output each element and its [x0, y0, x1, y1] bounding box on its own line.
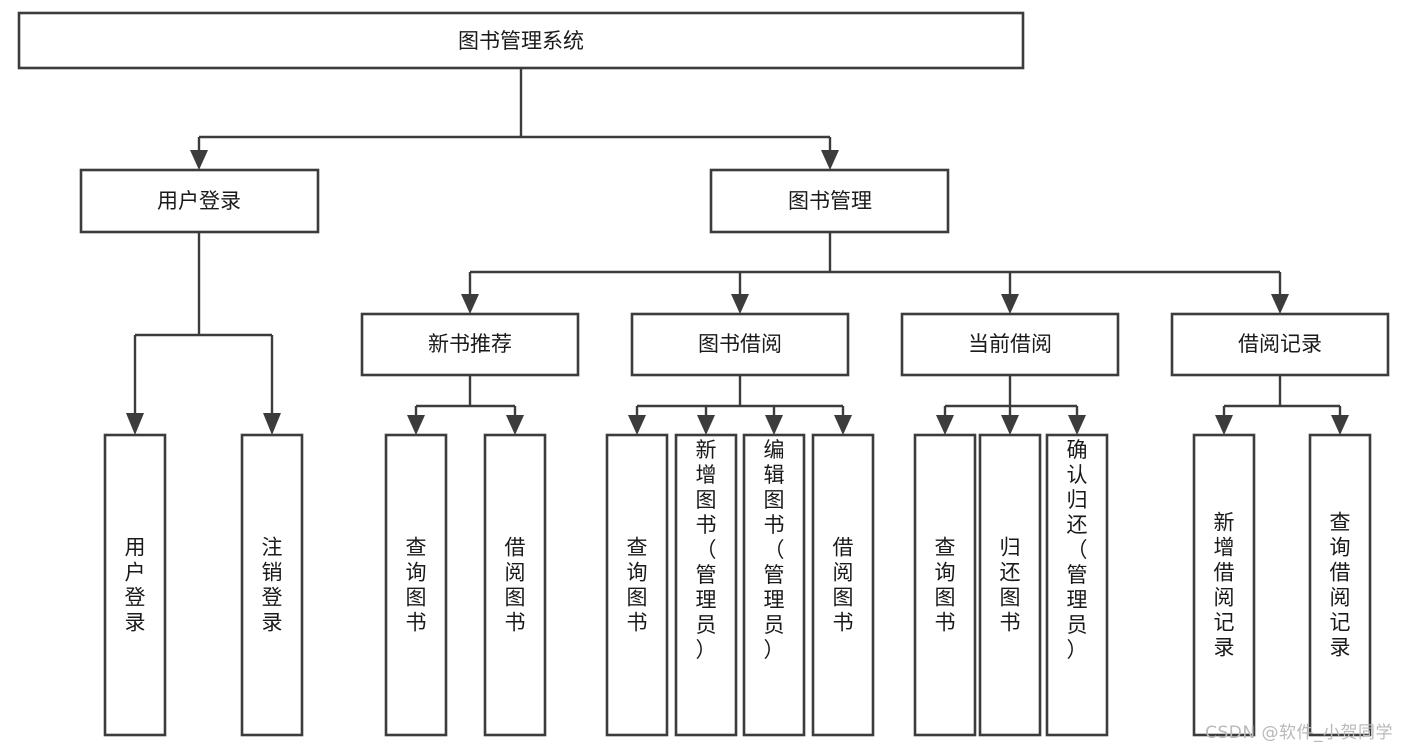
leaf-logout-label: 注销登录	[262, 536, 283, 635]
arrow-head-cb-return	[1001, 415, 1019, 435]
arrow-head-rec-borrow	[506, 415, 524, 435]
leaf-logout[interactable]: 注销登录	[240, 433, 304, 737]
arrow-head-bb-query	[628, 415, 646, 435]
leaf-cb-return-label: 归还图书	[1000, 536, 1021, 635]
node-user-login[interactable]: 用户登录	[79, 168, 320, 234]
leaf-bb-add-label: 新增图书（管理员）	[696, 438, 717, 662]
leaf-br-add[interactable]: 新增借阅记录	[1192, 433, 1256, 737]
node-user-login-label: 用户登录	[157, 189, 241, 213]
leaf-rec-borrow[interactable]: 借阅图书	[483, 433, 547, 737]
csdn-watermark: CSDN @软件_小贺同学	[1205, 723, 1393, 743]
node-book-borrow-box[interactable]	[630, 312, 850, 377]
arrow-head-bb-edit	[765, 415, 783, 435]
leaf-br-query-label: 查询借阅记录	[1330, 511, 1351, 660]
leaf-bb-query[interactable]: 查询图书	[605, 433, 669, 737]
leaf-bb-edit-box[interactable]	[742, 433, 806, 737]
node-book-mgmt-label: 图书管理	[788, 189, 872, 213]
node-user-login-box[interactable]	[79, 168, 320, 234]
node-borrow-record-box[interactable]	[1170, 312, 1390, 377]
arrow-head-book-borrow	[731, 294, 749, 314]
leaf-rec-query-label: 查询图书	[406, 536, 427, 635]
leaf-user-login[interactable]: 用户登录	[103, 433, 167, 737]
leaf-cb-query-box[interactable]	[913, 433, 977, 737]
leaf-cb-confirm[interactable]: 确认归还（管理员）	[1045, 433, 1109, 737]
connector-layer	[126, 68, 1349, 435]
leaf-rec-borrow-box[interactable]	[483, 433, 547, 737]
leaf-cb-return[interactable]: 归还图书	[978, 433, 1042, 737]
node-current-borrow-box[interactable]	[900, 312, 1120, 377]
leaf-bb-add-box[interactable]	[674, 433, 738, 737]
node-borrow-record-label: 借阅记录	[1238, 332, 1322, 356]
leaf-bb-query-label: 查询图书	[627, 536, 648, 635]
arrow-head-br-add	[1215, 415, 1233, 435]
node-new-book-rec[interactable]: 新书推荐	[360, 312, 580, 377]
leaf-cb-confirm-label: 确认归还（管理员）	[1067, 438, 1088, 662]
leaf-rec-query-box[interactable]	[384, 433, 448, 737]
node-book-borrow[interactable]: 图书借阅	[630, 312, 850, 377]
leaf-bb-edit[interactable]: 编辑图书（管理员）	[742, 433, 806, 737]
node-current-borrow-label: 当前借阅	[968, 332, 1052, 356]
leaf-user-login-label: 用户登录	[125, 536, 146, 635]
node-root-box[interactable]	[17, 11, 1025, 70]
leaf-cb-query[interactable]: 查询图书	[913, 433, 977, 737]
leaf-br-query-box[interactable]	[1308, 433, 1372, 737]
leaf-rec-query[interactable]: 查询图书	[384, 433, 448, 737]
leaf-cb-query-label: 查询图书	[935, 536, 956, 635]
leaf-bb-borrow-box[interactable]	[811, 433, 875, 737]
leaf-rec-borrow-label: 借阅图书	[505, 536, 526, 635]
node-borrow-record[interactable]: 借阅记录	[1170, 312, 1390, 377]
node-root[interactable]: 图书管理系统	[17, 11, 1025, 70]
arrow-head-bb-borrow	[834, 415, 852, 435]
node-book-mgmt[interactable]: 图书管理	[709, 168, 950, 234]
leaf-bb-borrow[interactable]: 借阅图书	[811, 433, 875, 737]
leaf-bb-query-box[interactable]	[605, 433, 669, 737]
arrow-head-new-book-rec	[461, 294, 479, 314]
arrow-head-cb-query	[936, 415, 954, 435]
node-new-book-rec-box[interactable]	[360, 312, 580, 377]
leaf-bb-add[interactable]: 新增图书（管理员）	[674, 433, 738, 737]
leaf-bb-edit-label: 编辑图书（管理员）	[764, 438, 785, 662]
arrow-head-user-login	[190, 150, 208, 170]
leaf-logout-box[interactable]	[240, 433, 304, 737]
node-book-borrow-label: 图书借阅	[698, 332, 782, 356]
leaf-cb-confirm-box[interactable]	[1045, 433, 1109, 737]
leaf-br-query[interactable]: 查询借阅记录	[1308, 433, 1372, 737]
arrow-head-rec-query	[407, 415, 425, 435]
leaf-br-add-label: 新增借阅记录	[1214, 511, 1235, 660]
leaf-user-login-box[interactable]	[103, 433, 167, 737]
arrow-head-br-query	[1331, 415, 1349, 435]
leaf-bb-borrow-label: 借阅图书	[833, 536, 854, 635]
arrow-head-leaf-logout	[263, 413, 281, 435]
arrow-head-borrow-record	[1271, 294, 1289, 314]
arrow-head-cb-confirm	[1068, 415, 1086, 435]
node-new-book-rec-label: 新书推荐	[428, 332, 512, 356]
arrow-head-book-mgmt	[821, 150, 839, 170]
leaf-br-add-box[interactable]	[1192, 433, 1256, 737]
node-current-borrow[interactable]: 当前借阅	[900, 312, 1120, 377]
node-root-label: 图书管理系统	[458, 29, 584, 53]
arrow-head-current-borrow	[1001, 294, 1019, 314]
node-book-mgmt-box[interactable]	[709, 168, 950, 234]
leaf-cb-return-box[interactable]	[978, 433, 1042, 737]
arrow-head-bb-add	[697, 415, 715, 435]
arrow-head-leaf-user-login	[126, 413, 144, 435]
